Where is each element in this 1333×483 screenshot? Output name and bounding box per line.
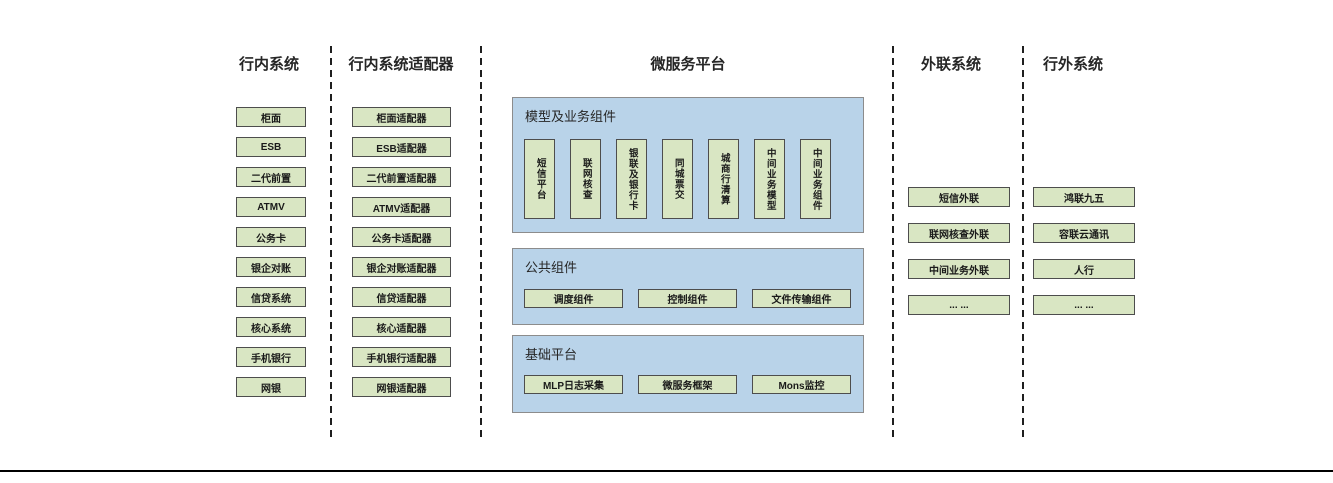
system-box: 核心系统 (236, 317, 306, 337)
component-box: 短信平台 (524, 139, 555, 219)
common-components-row: 调度组件控制组件文件传输组件 (524, 289, 851, 308)
column-header-internal-systems: 行内系统 (238, 56, 299, 73)
panel-base-platform: 基础平台 MLP日志采集微服务框架 Mons监控 (512, 335, 864, 413)
system-box: 中间业务外联 (908, 259, 1010, 279)
adapter-box: 网银适配器 (352, 377, 451, 397)
panel-label: 模型及业务组件 (525, 109, 617, 124)
adapter-box: ATMV适配器 (352, 197, 451, 217)
system-box: 短信外联 (908, 187, 1010, 207)
component-box: 调度组件 (524, 289, 623, 308)
component-box: 联网核查 (570, 139, 601, 219)
column-header-microservice-platform: 微服务平台 (650, 56, 726, 73)
adapter-box: ESB适配器 (352, 137, 451, 157)
outside-systems-list: 鸿联九五容联云通讯人行 ... ... (1033, 187, 1135, 315)
system-box: 手机银行 (236, 347, 306, 367)
adapter-box: 信贷适配器 (352, 287, 451, 307)
system-box: ESB (236, 137, 306, 157)
column-header-outside-systems: 行外系统 (1042, 56, 1103, 73)
adapter-box: 银企对账适配器 (352, 257, 451, 277)
component-box: 银联及银行卡 (616, 139, 647, 219)
system-box: 信贷系统 (236, 287, 306, 307)
system-box: 容联云通讯 (1033, 223, 1135, 243)
system-box: ATMV (236, 197, 306, 217)
panel-label: 公共组件 (525, 260, 578, 275)
component-box: 同城票交 (662, 139, 693, 219)
system-box: 公务卡 (236, 227, 306, 247)
dashed-separator (1022, 46, 1024, 442)
component-box: 控制组件 (638, 289, 737, 308)
component-box: Mons监控 (752, 375, 851, 394)
component-box: 中间业务组件 (800, 139, 831, 219)
system-box: ... ... (908, 295, 1010, 315)
component-box: 文件传输组件 (752, 289, 851, 308)
system-box: 银企对账 (236, 257, 306, 277)
component-box: 微服务框架 (638, 375, 737, 394)
base-platform-row: MLP日志采集微服务框架 Mons监控 (524, 375, 851, 394)
system-box: 鸿联九五 (1033, 187, 1135, 207)
bottom-rule (0, 470, 1333, 472)
component-box: MLP日志采集 (524, 375, 623, 394)
component-box: 城商行清算 (708, 139, 739, 219)
panel-label: 基础平台 (525, 347, 578, 362)
system-box: 人行 (1033, 259, 1135, 279)
adapter-box: 二代前置适配器 (352, 167, 451, 187)
system-box: 联网核查外联 (908, 223, 1010, 243)
dashed-separator (330, 46, 332, 442)
dashed-separator (480, 46, 482, 442)
internal-adapters-list: 柜面适配器 ESB适配器二代前置适配器 ATMV适配器公务卡适配器银企对账适配器信贷… (352, 107, 451, 397)
external-link-systems-list: 短信外联联网核查外联中间业务外联 ... ... (908, 187, 1010, 315)
system-box: ... ... (1033, 295, 1135, 315)
adapter-box: 柜面适配器 (352, 107, 451, 127)
panel-common-components: 公共组件 调度组件控制组件文件传输组件 (512, 248, 864, 325)
adapter-box: 核心适配器 (352, 317, 451, 337)
adapter-box: 公务卡适配器 (352, 227, 451, 247)
component-box: 中间业务模型 (754, 139, 785, 219)
system-box: 二代前置 (236, 167, 306, 187)
dashed-separator (892, 46, 894, 442)
model-components-row: 短信平台联网核查银联及银行卡同城票交城商行清算中间业务模型中间业务组件 (524, 139, 831, 219)
panel-model-business-components: 模型及业务组件 短信平台联网核查银联及银行卡同城票交城商行清算中间业务模型中间业… (512, 97, 864, 233)
column-header-external-link-systems: 外联系统 (920, 56, 981, 73)
internal-systems-list: 柜面 ESB 二代前置 ATMV 公务卡银企对账信贷系统核心系统手机银行网银 (236, 107, 306, 397)
adapter-box: 手机银行适配器 (352, 347, 451, 367)
system-box: 网银 (236, 377, 306, 397)
column-header-internal-adapters: 行内系统适配器 (348, 56, 454, 73)
system-box: 柜面 (236, 107, 306, 127)
